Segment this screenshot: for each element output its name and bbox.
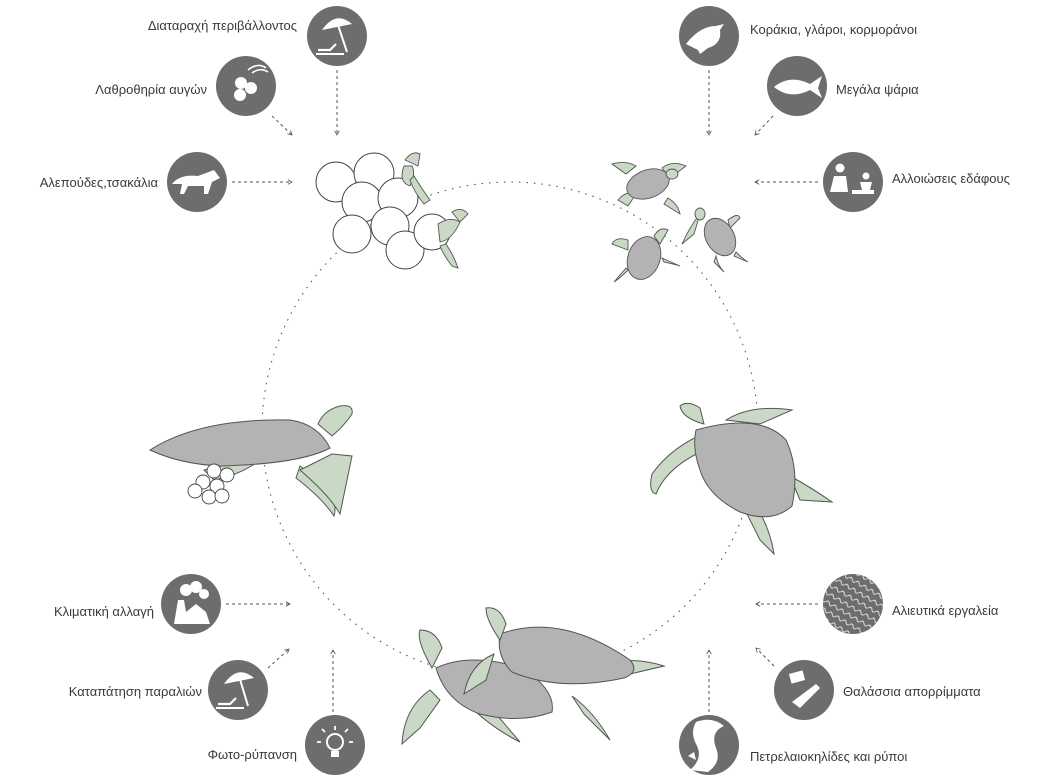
nesting-turtle: [150, 406, 352, 516]
umbrella-chair-icon: [208, 660, 268, 720]
label-light: Φωτο-ρύπανση: [208, 747, 297, 763]
arrow-fish: [755, 116, 773, 135]
label-disturbance: Διαταραχή περιβάλλοντος: [148, 18, 297, 34]
eggs-hand-icon: [216, 56, 276, 116]
laid-eggs: [188, 464, 234, 504]
label-birds: Κοράκια, γλάροι, κορμοράνοι: [750, 22, 917, 38]
arrow-litter: [756, 648, 774, 666]
label-foxes: Αλεπούδες,τσακάλια: [40, 175, 158, 191]
hatchling-3: [612, 229, 680, 284]
bird-icon: [679, 6, 739, 66]
mating-turtles: [402, 608, 664, 744]
label-oil: Πετρελαιοκηλίδες και ρύποι: [750, 749, 907, 765]
label-climate: Κλιματική αλλαγή: [54, 604, 154, 620]
factory-icon: [161, 574, 221, 634]
label-beach: Καταπάτηση παραλιών: [69, 684, 202, 700]
lightbulb-icon: [305, 715, 365, 775]
label-poaching: Λαθροθηρία αυγών: [95, 82, 207, 98]
adult-turtle: [651, 403, 832, 554]
arrow-beach: [268, 649, 289, 668]
fish-icon: [767, 56, 827, 116]
fox-icon: [167, 152, 227, 212]
litter-icon: [774, 660, 834, 720]
label-litter: Θαλάσσια απορρίμματα: [843, 684, 981, 700]
label-nets: Αλιευτικά εργαλεία: [892, 603, 998, 619]
umbrella-icon: [307, 6, 367, 66]
label-soil: Αλλοιώσεις εδάφους: [892, 171, 1010, 187]
egg-cluster: [316, 153, 450, 269]
hatchling-2: [682, 208, 748, 272]
digging-icon: [823, 152, 883, 212]
oil-spill-icon: [679, 715, 739, 775]
label-fish: Μεγάλα ψάρια: [836, 82, 919, 98]
arrow-poaching: [272, 116, 292, 135]
hatchling-1: [612, 162, 686, 214]
net-icon: [823, 574, 883, 634]
